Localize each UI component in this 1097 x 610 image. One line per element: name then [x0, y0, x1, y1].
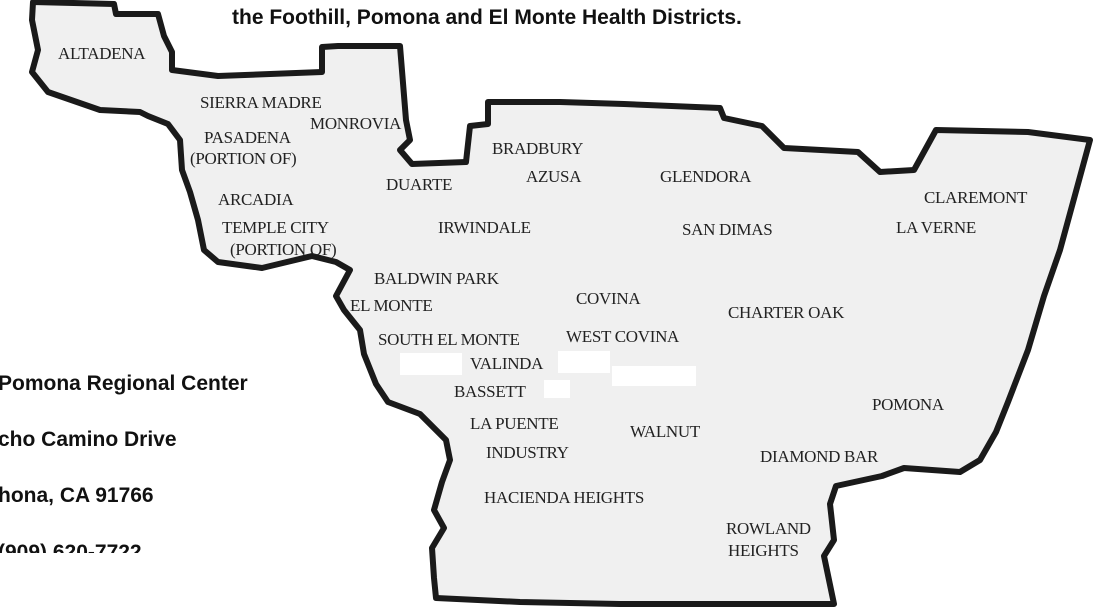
place-label: ROWLAND [726, 519, 811, 538]
whiteout-patch [400, 353, 462, 375]
place-label: PASADENA [204, 128, 292, 147]
address-line-2: cho Camino Drive [0, 428, 177, 451]
place-label: HEIGHTS [728, 541, 799, 560]
place-label: LA VERNE [896, 218, 976, 237]
place-label: BASSETT [454, 382, 526, 401]
district-boundary [29, 0, 1093, 607]
address-line-1: Pomona Regional Center [0, 372, 248, 395]
address-line-3: hona, CA 91766 [0, 484, 154, 507]
place-label: (PORTION OF) [230, 240, 336, 259]
whiteout-patch [558, 351, 610, 373]
place-label: LA PUENTE [470, 414, 558, 433]
map-heading: the Foothill, Pomona and El Monte Health… [232, 0, 992, 42]
place-label: ALTADENA [58, 44, 146, 63]
place-label: WALNUT [630, 422, 701, 441]
place-label: AZUSA [526, 167, 582, 186]
place-label: ARCADIA [218, 190, 294, 209]
place-label: COVINA [576, 289, 641, 308]
place-label: CHARTER OAK [728, 303, 845, 322]
place-label: DUARTE [386, 175, 452, 194]
whiteout-patch [544, 380, 570, 398]
place-label: SOUTH EL MONTE [378, 330, 520, 349]
place-label: MONROVIA [310, 114, 402, 133]
place-label: VALINDA [470, 354, 544, 373]
whiteout-patch [612, 366, 696, 386]
place-label: INDUSTRY [486, 443, 569, 462]
place-label: IRWINDALE [438, 218, 531, 237]
address-phone: (909) 620-7722 [0, 541, 142, 553]
place-label: GLENDORA [660, 167, 752, 186]
place-label: SIERRA MADRE [200, 93, 322, 112]
place-label: EL MONTE [350, 296, 432, 315]
place-label: WEST COVINA [566, 327, 680, 346]
place-label: DIAMOND BAR [760, 447, 879, 466]
place-label: TEMPLE CITY [222, 218, 329, 237]
place-label: HACIENDA HEIGHTS [484, 488, 644, 507]
place-label: CLAREMONT [924, 188, 1028, 207]
heading-line: the Foothill, Pomona and El Monte Health… [232, 6, 742, 29]
place-label: (PORTION OF) [190, 149, 296, 168]
place-label: BALDWIN PARK [374, 269, 500, 288]
place-label: POMONA [872, 395, 945, 414]
place-label: SAN DIMAS [682, 220, 772, 239]
place-label: BRADBURY [492, 139, 583, 158]
